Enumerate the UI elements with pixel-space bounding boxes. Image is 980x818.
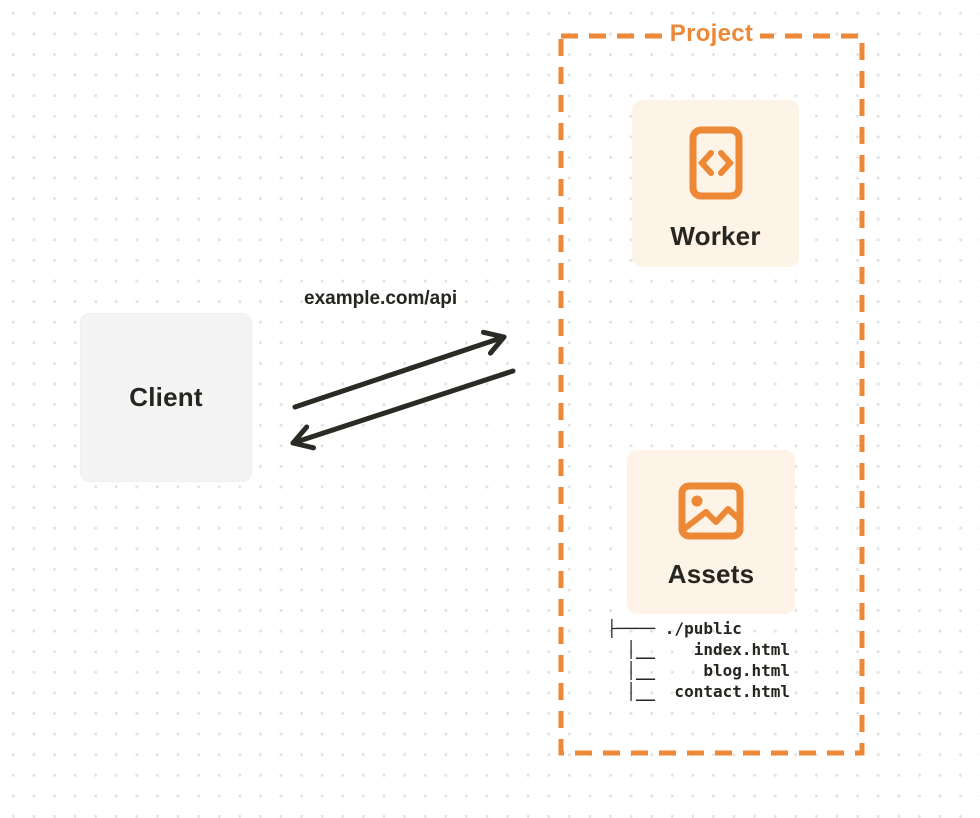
- code-file-icon: [689, 126, 743, 200]
- worker-node: Worker: [632, 100, 799, 267]
- response-arrow: [290, 368, 516, 451]
- worker-label: Worker: [670, 221, 761, 251]
- assets-node: Assets: [627, 450, 795, 614]
- tree-line-blog: │__ blog.html: [607, 661, 791, 680]
- client-node: Client: [80, 313, 252, 482]
- assets-file-tree: ├──── ./public │__ index.html │__ blog.h…: [607, 618, 790, 702]
- client-label: Client: [129, 382, 203, 412]
- request-arrow: [292, 329, 507, 410]
- tree-line-contact: │__ contact.html: [607, 682, 791, 701]
- project-title-label: Project: [662, 20, 761, 48]
- assets-label: Assets: [667, 559, 755, 589]
- project-container-title: Project: [561, 20, 862, 48]
- tree-line-public: ├──── ./public: [607, 619, 742, 638]
- request-url-label: example.com/api: [304, 288, 458, 309]
- image-icon: [678, 482, 744, 540]
- tree-line-index: │__ index.html: [607, 640, 791, 659]
